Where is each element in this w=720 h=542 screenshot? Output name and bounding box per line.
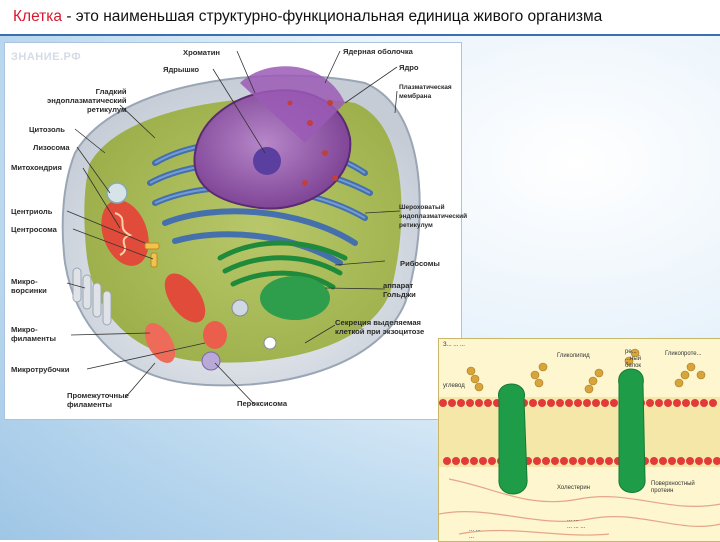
lipid-head	[682, 399, 690, 407]
lipid-head	[601, 399, 609, 407]
label-mitochondria: Митохондрия	[11, 163, 62, 172]
lipid-head	[542, 457, 550, 465]
lipid-head	[709, 399, 717, 407]
title-text: - это наименьшая структурно-функциональн…	[62, 8, 603, 25]
label-golgi: аппарат Гольджи	[383, 281, 416, 299]
lipid-head	[569, 457, 577, 465]
label-plasma-membrane: Плазматическая мембрана	[399, 84, 452, 100]
lipid-head	[668, 457, 676, 465]
lipid-head	[484, 399, 492, 407]
watermark: ЗНАНИЕ.РФ	[11, 51, 82, 63]
lipid-head	[704, 457, 712, 465]
lipid-head	[664, 399, 672, 407]
lipid-head	[713, 457, 720, 465]
membrane-label-left: углевод	[443, 383, 465, 389]
lipid-head	[565, 399, 573, 407]
lipid-head	[547, 399, 555, 407]
cell-illustration	[61, 50, 421, 406]
lipid-head	[677, 457, 685, 465]
lipid-head	[533, 457, 541, 465]
label-nucleolus: Ядрышко	[163, 65, 200, 74]
lipid-head	[695, 457, 703, 465]
lipid-head	[479, 457, 487, 465]
membrane-label-bottom-left: ... ... ...	[469, 527, 481, 540]
membrane-label-glycoprotein: Гликопроте...	[665, 351, 702, 357]
title-keyword: Клетка	[13, 8, 63, 25]
lipid-head	[686, 457, 694, 465]
lipid-head	[538, 399, 546, 407]
lipid-head	[673, 399, 681, 407]
lipid-head	[443, 457, 451, 465]
lipid-head	[583, 399, 591, 407]
membrane-label-bottom-center: ... ... ... ... ...	[567, 517, 586, 530]
lipid-head	[592, 399, 600, 407]
lipid-head	[452, 457, 460, 465]
lipid-head	[596, 457, 604, 465]
label-microtubules: Микротрубочки	[11, 365, 70, 374]
label-secretion: Секреция выделяемая клеткой при экзоцито…	[335, 318, 425, 336]
lipid-bilayer-illustration	[439, 339, 720, 541]
cell-diagram: ЗНАНИЕ.РФ	[4, 42, 467, 420]
label-microvilli: Микро- ворсинки	[11, 277, 47, 295]
lipid-head	[610, 399, 618, 407]
lipid-head	[659, 457, 667, 465]
lipid-head	[560, 457, 568, 465]
slide-title: Клетка - это наименьшая структурно-функц…	[0, 0, 720, 36]
lipid-head	[655, 399, 663, 407]
lipid-head	[700, 399, 708, 407]
lipid-head	[587, 457, 595, 465]
label-microfilaments: Микро- филаменты	[11, 325, 56, 343]
lipid-head	[578, 457, 586, 465]
label-nucleus: Ядро	[399, 63, 419, 72]
lipid-head	[646, 399, 654, 407]
lipid-head	[475, 399, 483, 407]
label-cytosol: Цитозоль	[29, 125, 65, 134]
lipid-head	[470, 457, 478, 465]
membrane-label-top-left: З... ... ...	[443, 342, 465, 348]
label-smooth-er: Гладкий эндоплазматический ретикулум	[47, 87, 127, 114]
lipid-head	[691, 399, 699, 407]
membrane-label-glycolipid: Гликолипид	[557, 353, 590, 359]
lipid-head	[439, 399, 447, 407]
membrane-label-cholesterol: Холестерин	[557, 485, 590, 491]
lipid-head	[551, 457, 559, 465]
label-rough-er: Шероховатый эндоплазматический ретикулум	[399, 204, 468, 229]
lipid-head	[529, 399, 537, 407]
lipid-head	[650, 457, 658, 465]
lipid-head	[461, 457, 469, 465]
lipid-head	[574, 399, 582, 407]
lipid-head	[457, 399, 465, 407]
lipid-head	[488, 457, 496, 465]
label-centrosome: Центросома	[11, 225, 57, 234]
lipid-head	[448, 399, 456, 407]
membrane-label-integral: ре... ...ный белок	[625, 349, 642, 369]
membrane-diagram: З... ... ... углевод Гликолипид ре... ..…	[438, 338, 720, 542]
label-chromatin: Хроматин	[183, 48, 220, 57]
membrane-label-peripheral: Поверхностный протеин	[651, 481, 695, 494]
label-peroxisome: Пероксисома	[237, 399, 288, 408]
lipid-head	[556, 399, 564, 407]
label-nuclear-envelope: Ядерная оболочка	[343, 47, 413, 56]
label-centriole: Центриоль	[11, 207, 53, 216]
label-lysosome: Лизосома	[33, 143, 70, 152]
lipid-head	[466, 399, 474, 407]
lipid-head	[605, 457, 613, 465]
label-intermediate-filaments: Промежуточные филаменты	[67, 391, 129, 409]
label-ribosomes: Рибосомы	[400, 259, 440, 268]
